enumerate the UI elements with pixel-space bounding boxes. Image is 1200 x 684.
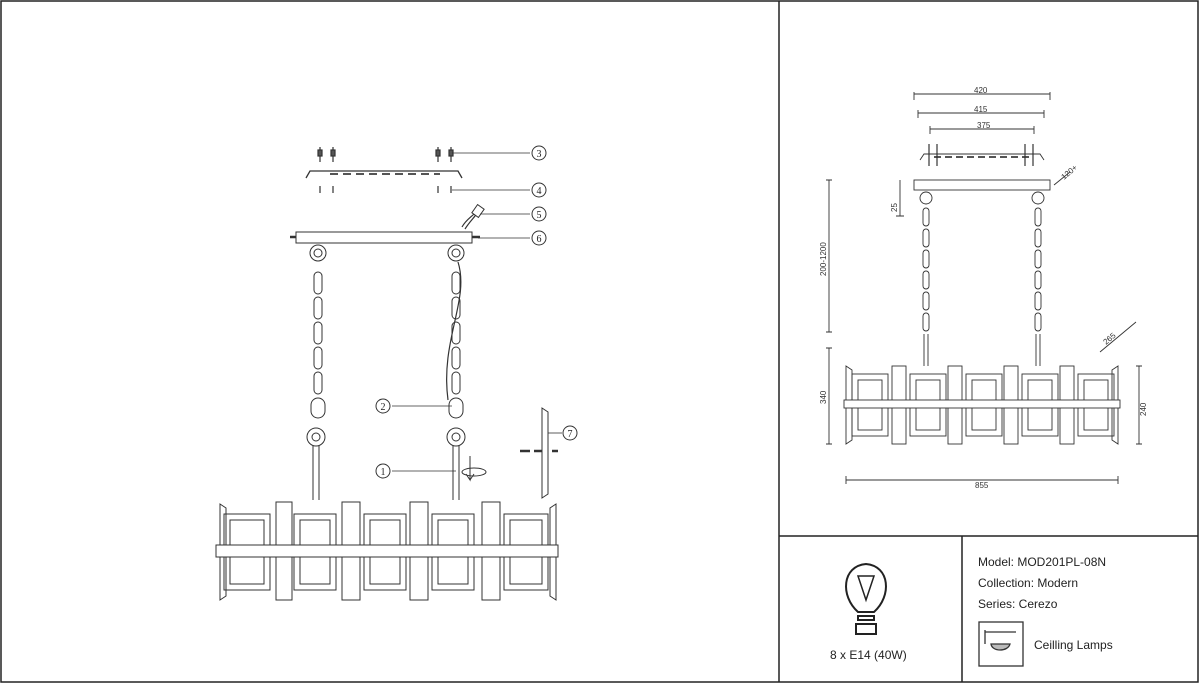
dim-120: 120+ [1060, 163, 1080, 182]
dim-200-1200: 200-1200 [819, 242, 828, 276]
callout-4: 4 [537, 186, 542, 197]
callout-numbers: 1 2 3 4 5 6 7 [381, 149, 573, 478]
bulb-icon [845, 562, 887, 635]
dim-855: 855 [975, 481, 989, 490]
canopy-bar-part-6 [295, 231, 473, 244]
dimension-drawing [826, 92, 1142, 484]
ceiling-lamp-icon [978, 621, 1024, 667]
dim-415: 415 [974, 105, 988, 114]
lamp-body-front [215, 501, 559, 601]
callout-6: 6 [537, 234, 542, 245]
dimension-labels: 420 415 375 120+ 25 200-1200 340 265 240… [819, 86, 1148, 490]
dim-25: 25 [890, 203, 899, 212]
callout-circles [375, 145, 578, 479]
mounting-bracket [305, 170, 463, 179]
category-label: Ceilling Lamps [1034, 638, 1113, 652]
callout-7: 7 [568, 429, 573, 440]
series-label: Series: Cerezo [978, 597, 1058, 611]
right-chain [446, 244, 465, 419]
end-cap-part-7 [520, 407, 558, 499]
screws-part-3 [317, 147, 454, 162]
nuts-part-4 [319, 186, 452, 193]
callout-5: 5 [537, 210, 542, 221]
hanging-rods-part-1 [306, 427, 487, 500]
dim-375: 375 [977, 121, 991, 130]
callout-1: 1 [381, 467, 386, 478]
left-chain [309, 244, 327, 419]
model-label: Model: MOD201PL-08N [978, 555, 1107, 569]
callout-2: 2 [381, 402, 386, 413]
dim-265: 265 [1102, 331, 1118, 347]
bulb-spec: 8 x E14 (40W) [830, 648, 907, 662]
callout-3: 3 [537, 149, 542, 160]
dim-420: 420 [974, 86, 988, 95]
leader-lines [392, 152, 562, 472]
assembly-drawing [215, 145, 578, 601]
dim-240: 240 [1139, 402, 1148, 416]
dim-340: 340 [819, 390, 828, 404]
collection-label: Collection: Modern [978, 576, 1079, 590]
